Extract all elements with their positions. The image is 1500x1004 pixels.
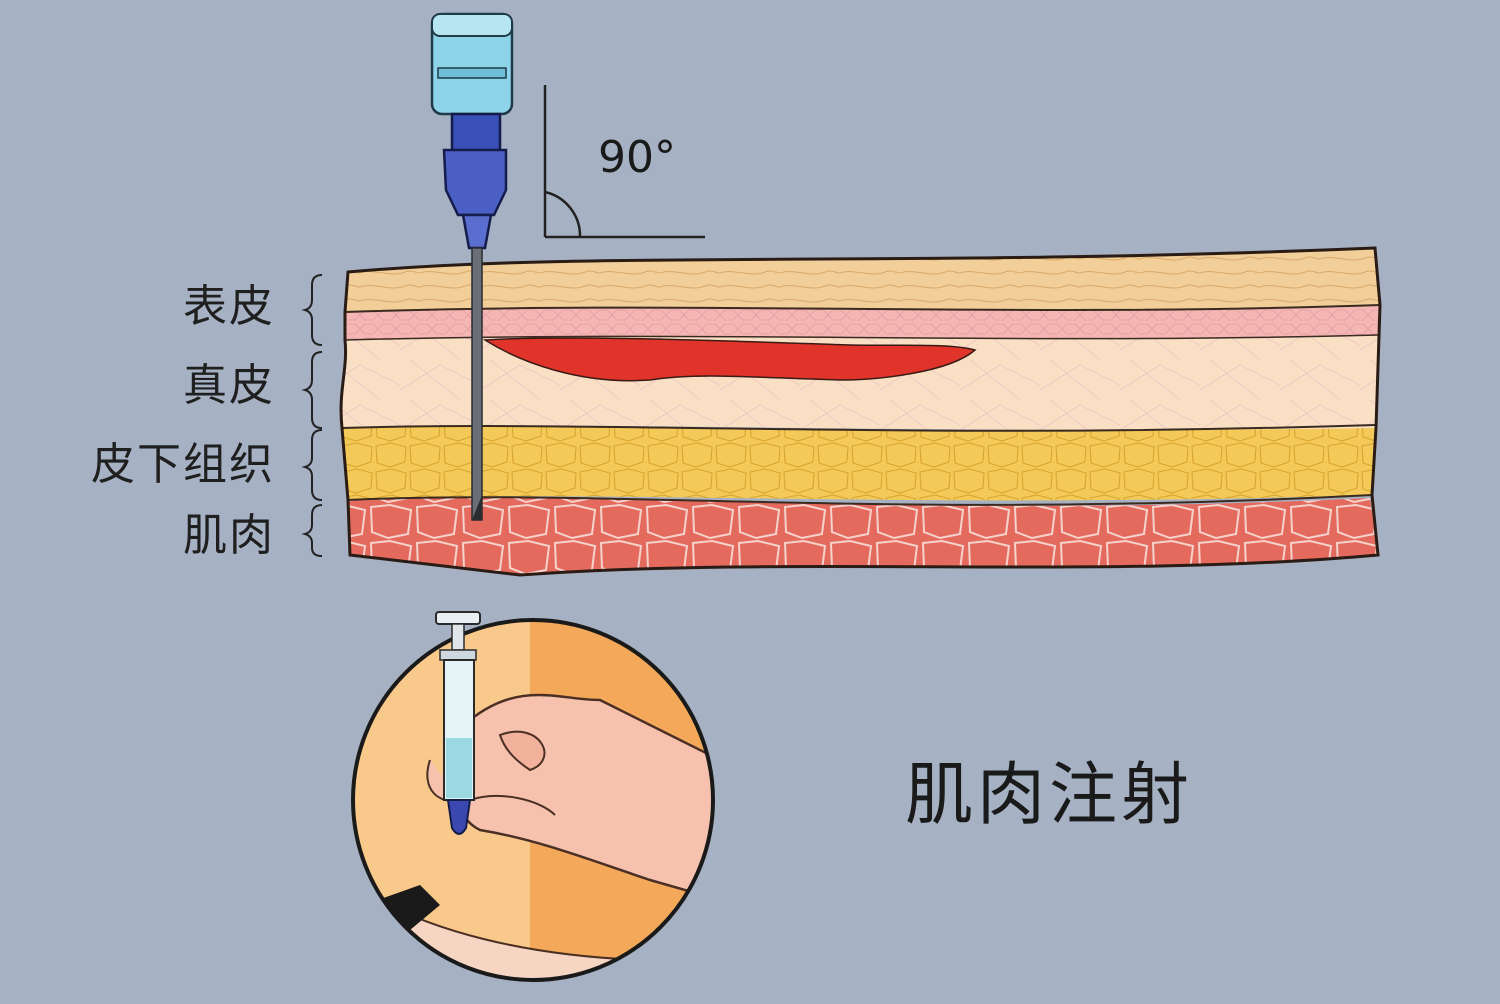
label-muscle: 肌肉 [183,510,275,561]
angle-icon [543,85,705,239]
bracket-dermis [301,351,323,429]
needle-icon [430,12,514,521]
bleed-region [482,337,977,382]
label-dermis: 真皮 [183,360,275,411]
label-epidermis: 表皮 [183,281,275,332]
label-subcutaneous: 皮下组织 [91,439,275,490]
bracket-subcutaneous [301,429,323,501]
bracket-epidermis [301,274,323,346]
tissue-block [339,246,1382,577]
syringe-in-hand-icon [351,611,715,982]
angle-label: 90° [598,132,676,183]
diagram-title: 肌肉注射 [905,756,1194,835]
bracket-muscle [301,504,323,557]
layer-brackets [301,274,323,557]
